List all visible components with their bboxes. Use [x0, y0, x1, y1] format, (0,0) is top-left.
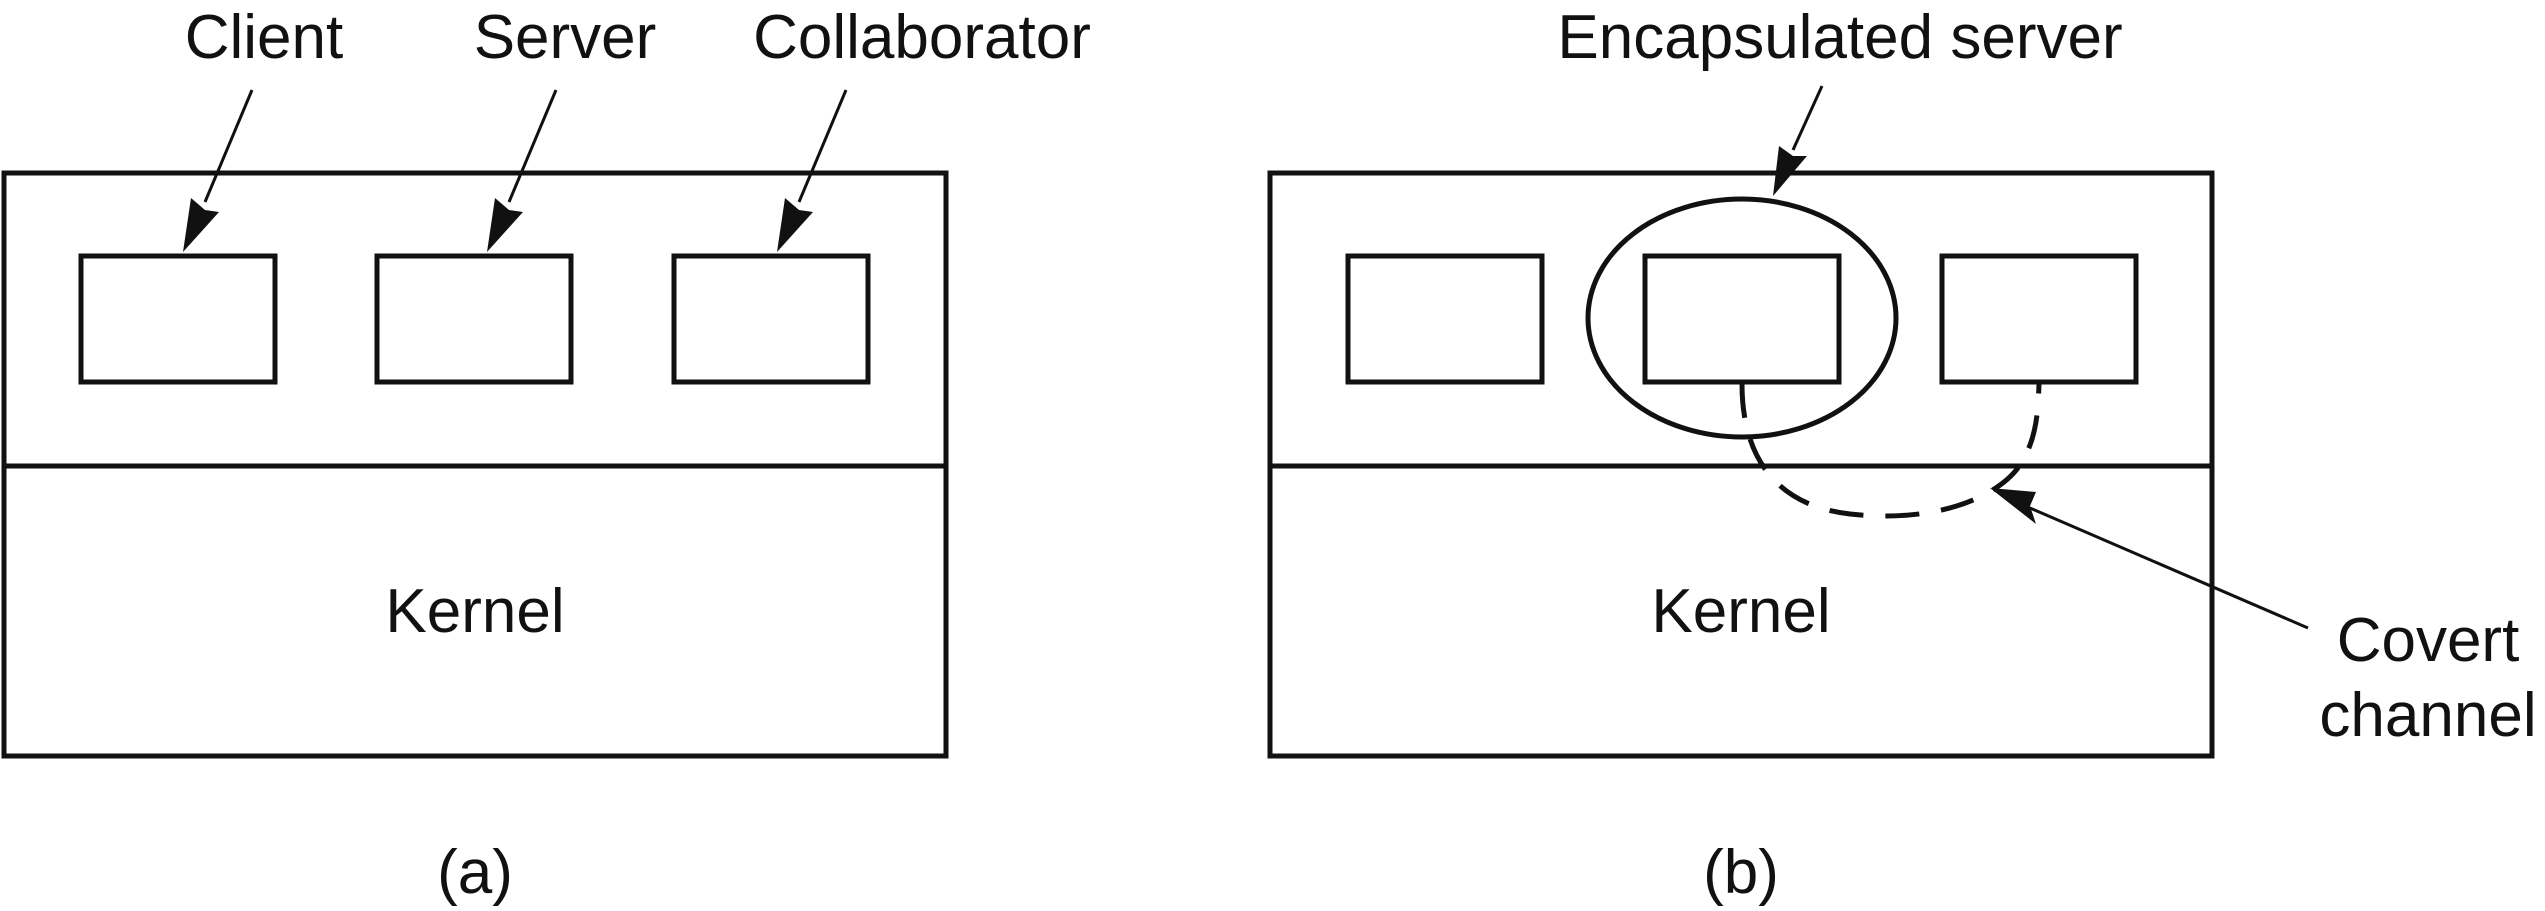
- collaborator-arrow: [797, 89, 848, 203]
- encapsulated-server-box: [1642, 253, 1842, 385]
- server-arrow: [507, 89, 558, 203]
- panel-b-kernel-label: Kernel: [1651, 577, 1830, 646]
- client-label: Client: [185, 3, 344, 72]
- collaborator-label: Collaborator: [753, 3, 1091, 72]
- covert-label-line1: Covert: [2337, 606, 2520, 675]
- encapsulation-ellipse: [1585, 196, 1899, 440]
- server-arrowhead: [487, 198, 523, 252]
- encapsulated-server-arrowhead: [1773, 146, 1807, 196]
- server-label: Server: [474, 3, 657, 72]
- covert-channel-arrowhead: [1990, 488, 2036, 524]
- client-arrowhead: [183, 198, 219, 252]
- collaborator-arrowhead: [777, 198, 813, 252]
- collaborator-process-box: [671, 253, 871, 385]
- covert-label-line2: channel: [2319, 681, 2536, 750]
- panel-a-caption: (a): [437, 838, 513, 907]
- right-process-box: [1939, 253, 2139, 385]
- client-process-box: [78, 253, 278, 385]
- left-process-box: [1345, 253, 1545, 385]
- encapsulated-server-arrow: [1791, 85, 1824, 151]
- panel-b: Encapsulated server Covert channel Kerne…: [1267, 3, 2537, 907]
- client-arrow: [203, 89, 254, 203]
- panel-a: Client Server Collaborator Kernel (a): [1, 3, 1091, 907]
- panel-a-kernel-label: Kernel: [385, 577, 564, 646]
- encapsulated-server-label: Encapsulated server: [1557, 3, 2122, 72]
- covert-channel-path: [1739, 383, 2042, 519]
- panel-b-caption: (b): [1703, 838, 1779, 907]
- covert-channel-arrow: [2029, 506, 2309, 630]
- server-process-box: [374, 253, 574, 385]
